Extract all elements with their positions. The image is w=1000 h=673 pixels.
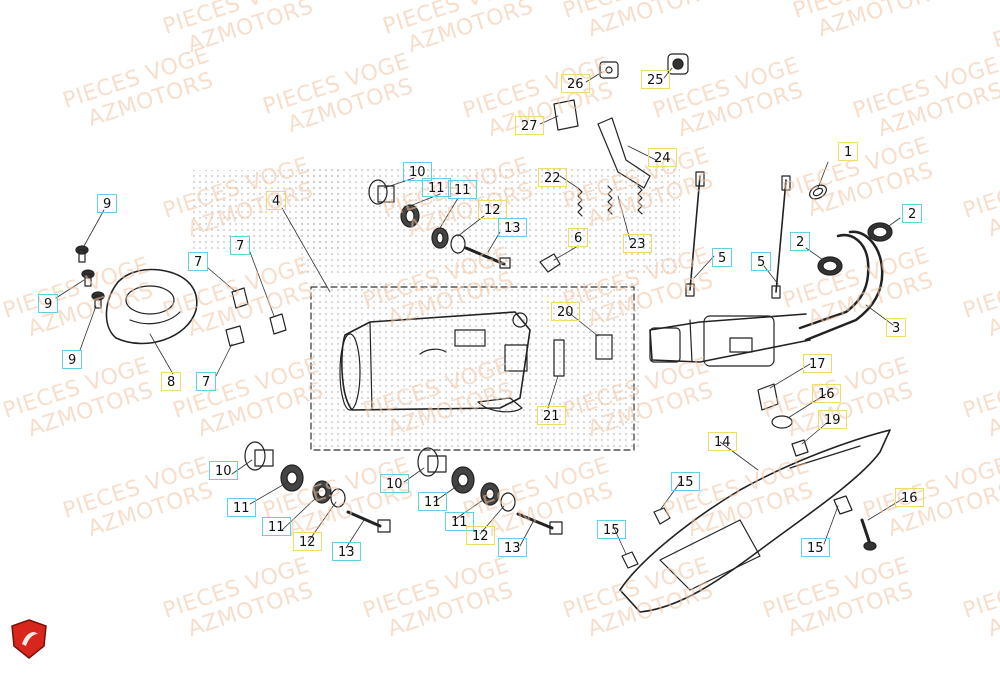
lower-mount-set-right: [417, 447, 563, 535]
callout-label: 23: [623, 234, 652, 253]
callout-label: 7: [188, 252, 209, 271]
callout-label: 6: [568, 228, 589, 247]
part-21-sleeve: [553, 339, 565, 377]
callout-label: 1: [838, 142, 859, 161]
callout-label: 16: [895, 488, 924, 507]
callout-label: 20: [551, 302, 580, 321]
callout-label: 2: [902, 204, 923, 223]
callout-label: 11: [445, 512, 474, 531]
part-15-nut-c: [833, 495, 853, 515]
part-15-nut-a: [653, 507, 671, 525]
callout-label: 11: [448, 180, 477, 199]
part-16-screw-b: [860, 518, 877, 551]
callout-label: 3: [886, 318, 907, 337]
callout-label: 10: [209, 461, 238, 480]
callout-label: 7: [230, 236, 251, 255]
part-22-spring: [577, 187, 583, 217]
part-20-pad: [595, 334, 613, 360]
part-5-sensor-right: [771, 175, 791, 299]
part-8-end-cap: [105, 268, 198, 345]
part-14-heat-shield: [619, 429, 891, 613]
callout-label: 22: [538, 168, 567, 187]
part-16-screw-a: [771, 415, 793, 429]
callout-label: 13: [498, 538, 527, 557]
callout-label: 16: [812, 384, 841, 403]
callout-label: 9: [97, 194, 118, 213]
callout-label: 26: [561, 74, 590, 93]
part-4-muffler: [339, 311, 531, 413]
part-23-spring: [607, 185, 613, 215]
muffler-group-box: [310, 286, 635, 451]
callout-label: 11: [227, 498, 256, 517]
dot-shading: [190, 165, 680, 450]
callout-label: 7: [196, 372, 217, 391]
callout-label: 11: [262, 517, 291, 536]
callout-label: 10: [403, 162, 432, 181]
callout-label: 21: [537, 406, 566, 425]
part-7-clip-b: [269, 313, 287, 335]
callout-label: 11: [422, 178, 451, 197]
callout-label: 13: [332, 542, 361, 561]
callout-label: 27: [515, 116, 544, 135]
brand-logo-shield: [11, 619, 47, 659]
callout-label: 8: [161, 372, 182, 391]
callout-label: 4: [266, 191, 287, 210]
part-9-screws: [75, 245, 105, 309]
part-2-gasket-lower: [817, 256, 843, 276]
part-5-sensor-left: [685, 171, 705, 297]
callout-label: 25: [641, 70, 670, 89]
callout-label: 17: [803, 354, 832, 373]
part-1-gasket: [809, 184, 827, 200]
part-26-plug: [599, 61, 619, 79]
part-24-bracket-arm: [597, 117, 651, 189]
leader-lines: [55, 67, 905, 555]
callout-label: 12: [466, 526, 495, 545]
part-15-nut-b: [621, 551, 639, 569]
callout-label: 11: [418, 492, 447, 511]
part-6-bracket: [539, 253, 561, 273]
callout-label: 15: [801, 538, 830, 557]
part-17-clip: [757, 383, 779, 411]
upper-mount-set: [368, 179, 511, 269]
callout-label: 12: [478, 200, 507, 219]
callout-label: 10: [380, 474, 409, 493]
callout-label: 13: [498, 218, 527, 237]
callout-label: 5: [751, 252, 772, 271]
part-7-clip-c: [225, 325, 245, 347]
callout-label: 15: [597, 520, 626, 539]
part-19-nut: [791, 439, 809, 457]
callout-label: 24: [648, 148, 677, 167]
callout-label: 15: [671, 472, 700, 491]
callout-label: 2: [790, 232, 811, 251]
callout-label: 5: [712, 248, 733, 267]
callout-label: 19: [818, 410, 847, 429]
callout-label: 12: [293, 532, 322, 551]
part-7-clip-a: [231, 287, 249, 309]
callout-label: 9: [38, 294, 59, 313]
callout-label: 9: [62, 350, 83, 369]
part-2-gasket-upper: [867, 222, 893, 242]
part-23-spring-b: [637, 185, 643, 215]
part-3-header-pipe: [649, 230, 884, 367]
part-25-valve: [667, 53, 689, 75]
lower-mount-set-left: [244, 441, 391, 533]
callout-label: 14: [708, 432, 737, 451]
part-27-connector: [553, 99, 579, 131]
